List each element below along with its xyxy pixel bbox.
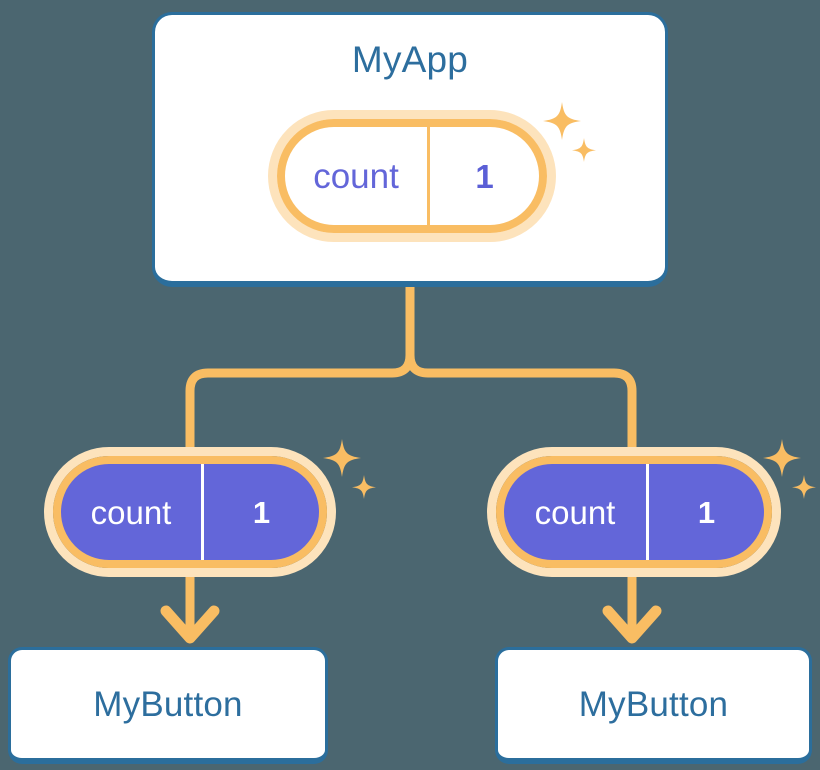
page-title: MyApp	[351, 39, 469, 80]
state-pill-body: count 1	[53, 456, 327, 568]
component-card-mybutton-left[interactable]: MyButton	[8, 647, 328, 764]
component-card-mybutton-right[interactable]: MyButton	[495, 647, 812, 764]
state-value-label: 1	[427, 127, 539, 225]
sparkle-icon	[323, 439, 361, 477]
state-pill-branch-left[interactable]: count 1	[44, 447, 336, 577]
state-key-label: count	[90, 493, 172, 531]
state-key-label: count	[313, 156, 399, 196]
state-value-label: 1	[201, 464, 319, 560]
state-pill-myapp[interactable]: count 1	[268, 110, 556, 242]
component-label: MyButton	[93, 684, 243, 724]
sparkle-icon	[763, 439, 801, 477]
sparkle-icon	[792, 475, 816, 499]
state-value-label: 1	[646, 464, 764, 560]
component-label: MyButton	[578, 684, 729, 724]
state-pill-branch-right[interactable]: count 1	[487, 447, 781, 577]
state-key-label: count	[534, 493, 616, 531]
state-pill-body: count 1	[277, 119, 547, 233]
state-pill-body: count 1	[496, 456, 772, 568]
sparkle-icon	[352, 475, 376, 499]
